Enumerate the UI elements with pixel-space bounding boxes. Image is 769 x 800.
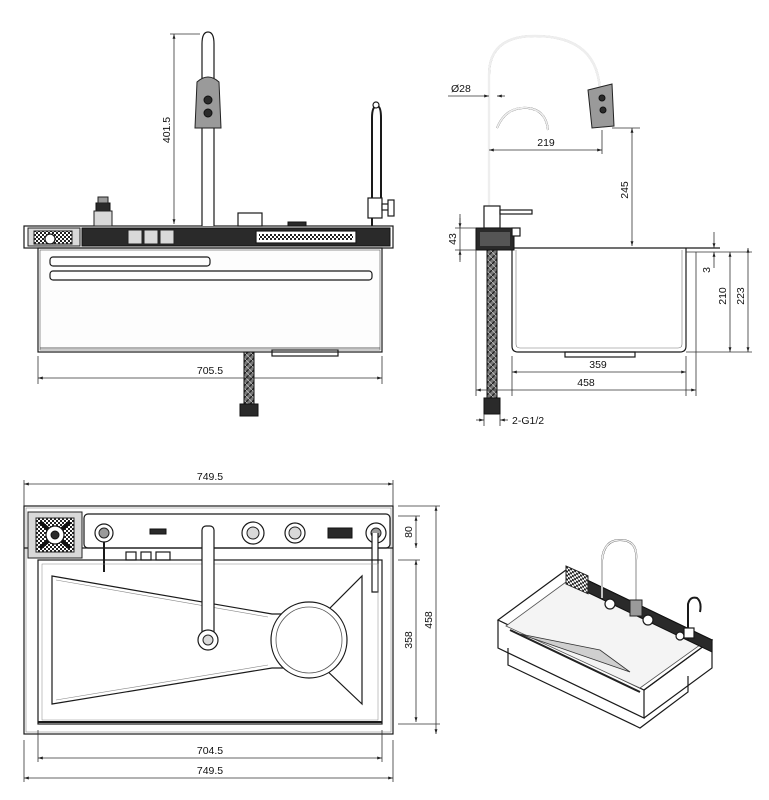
dim-top-length: 458	[423, 611, 435, 629]
dim-front-width: 705.5	[197, 365, 223, 377]
dim-top-width: 749.5	[197, 471, 223, 483]
dim-spout-reach: 219	[537, 137, 555, 149]
dim-bowl-depth: 210	[717, 287, 729, 305]
dim-side-width: 458	[577, 377, 595, 389]
dim-inner-width: 359	[589, 359, 607, 371]
dim-overall-depth: 223	[735, 287, 747, 305]
dim-bowl-width: 704.5	[197, 745, 223, 757]
front-view	[23, 31, 395, 417]
dim-spout-diameter: Ø28	[451, 83, 471, 95]
dim-ledge-depth: 80	[403, 526, 415, 538]
faucet-icon	[197, 525, 219, 651]
dim-hose-thread: 2-G1/2	[512, 415, 544, 427]
control-knob-icon	[241, 521, 306, 545]
dim-deck-height: 43	[447, 233, 459, 245]
cup-rinser-icon	[27, 511, 83, 559]
dim-bowl-length: 358	[403, 631, 415, 649]
side-view	[448, 34, 752, 426]
dim-rim-offset: 3	[701, 267, 713, 273]
soap-dispenser-icon	[93, 196, 113, 227]
dim-faucet-height: 401.5	[161, 117, 173, 143]
drain-icon	[270, 601, 348, 679]
cup-rinser-icon	[367, 101, 395, 226]
top-view	[23, 480, 440, 782]
isometric-view	[496, 538, 714, 729]
dim-spout-clearance: 245	[619, 181, 631, 199]
dim-bottom-width: 749.5	[197, 765, 223, 777]
